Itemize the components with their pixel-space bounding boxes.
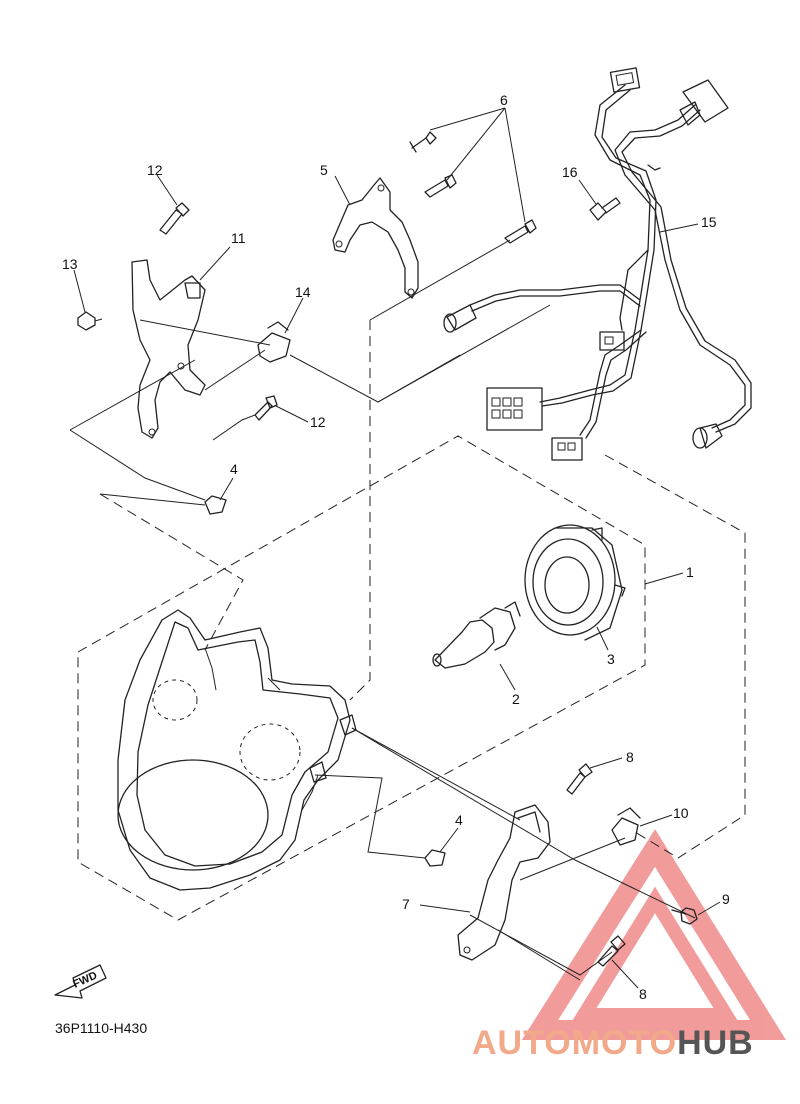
bolt-16 bbox=[589, 197, 621, 221]
wire-harness bbox=[443, 67, 752, 461]
watermark-part1: AUTOMOTO bbox=[472, 1024, 677, 1062]
clip-4-lower bbox=[424, 849, 446, 867]
callout-16: 16 bbox=[562, 164, 578, 180]
callout-labels: 1 2 3 4 4 5 6 7 8 8 9 10 11 12 12 13 14 … bbox=[62, 92, 730, 1002]
clip-4-upper bbox=[204, 495, 227, 515]
callout-4-lower: 4 bbox=[455, 812, 463, 828]
callout-8-upper: 8 bbox=[626, 749, 634, 765]
assembly-outlines bbox=[77, 320, 746, 921]
callout-13: 13 bbox=[62, 256, 78, 272]
callout-5: 5 bbox=[320, 162, 328, 178]
diagram-code: 36P1110-H430 bbox=[55, 1020, 147, 1036]
fwd-arrow-icon: FWD bbox=[54, 964, 107, 999]
callout-11: 11 bbox=[231, 230, 246, 246]
bulb-cover-3 bbox=[524, 524, 626, 641]
nut-13 bbox=[77, 311, 103, 331]
callout-leaders bbox=[73, 107, 721, 989]
callout-12-upper: 12 bbox=[147, 162, 163, 178]
watermark-text: AUTOMOTOHUB bbox=[472, 1024, 754, 1062]
watermark-part2: HUB bbox=[677, 1024, 754, 1062]
callout-15: 15 bbox=[701, 214, 717, 230]
screws-6 bbox=[409, 131, 537, 244]
bracket-11 bbox=[131, 259, 206, 439]
callout-14: 14 bbox=[295, 284, 311, 300]
callout-2: 2 bbox=[512, 691, 520, 707]
callout-9: 9 bbox=[722, 891, 730, 907]
headlight-housing bbox=[117, 609, 357, 891]
callout-4-upper: 4 bbox=[230, 461, 238, 477]
bulb-2 bbox=[432, 601, 521, 669]
connection-lines bbox=[69, 239, 696, 981]
bracket-5 bbox=[332, 177, 419, 299]
watermark-logo bbox=[521, 829, 786, 1040]
callout-6: 6 bbox=[500, 92, 508, 108]
callout-12-lower: 12 bbox=[310, 414, 326, 430]
clip-14 bbox=[257, 321, 291, 363]
nut-9 bbox=[671, 907, 698, 925]
screws-12 bbox=[159, 202, 278, 421]
bracket-7 bbox=[457, 804, 551, 961]
callout-1: 1 bbox=[686, 564, 694, 580]
clip-10 bbox=[611, 807, 641, 846]
callout-3: 3 bbox=[607, 651, 615, 667]
callout-7: 7 bbox=[402, 896, 410, 912]
fwd-label: FWD bbox=[71, 970, 99, 991]
callout-10: 10 bbox=[673, 805, 689, 821]
callout-8-lower: 8 bbox=[639, 986, 647, 1002]
screws-8 bbox=[566, 763, 626, 967]
